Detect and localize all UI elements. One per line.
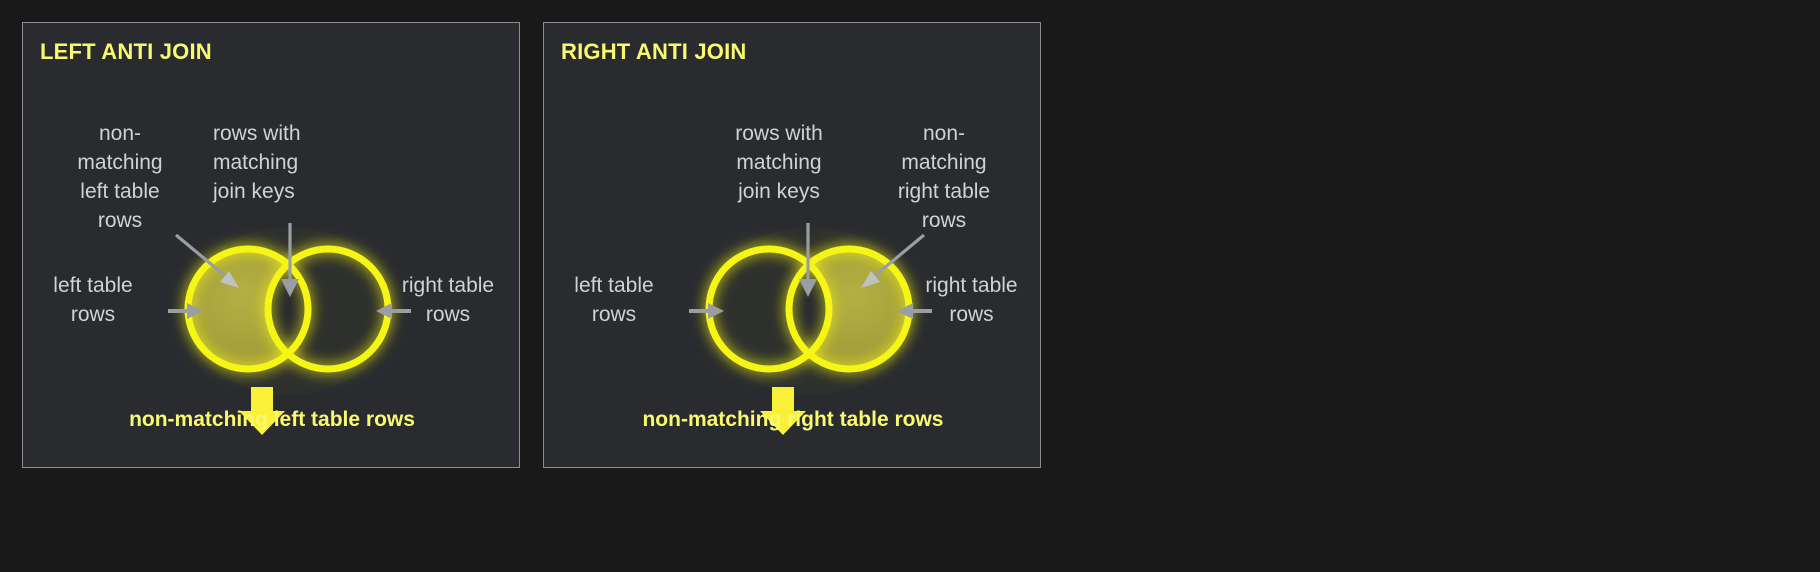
leader-nonmatching-left (174, 233, 239, 288)
arrow-right-table-rows (897, 303, 932, 319)
result-caption: non-matching right table rows (642, 408, 944, 431)
panel-right-anti-join: RIGHT ANTI JOIN (543, 22, 1041, 468)
panel-left-anti-join: LEFT ANTI JOIN (22, 22, 520, 468)
callout-rows-with-matching-join-keys: rows with matching join keys (735, 122, 823, 203)
leader-nonmatching-right (861, 233, 926, 288)
callout-non-matching-left-table-rows: non- matching left table rows (77, 122, 163, 232)
leader-matching-keys (799, 223, 817, 297)
callout-left-table-rows: left table rows (53, 274, 133, 326)
callout-left-table-rows: left table rows (574, 274, 654, 326)
result-down-arrow (239, 387, 285, 435)
venn-svg-left (168, 223, 411, 435)
result-down-arrow (760, 387, 806, 435)
arrow-left-table-rows (689, 303, 724, 319)
panel-title: RIGHT ANTI JOIN (561, 39, 747, 64)
callout-rows-with-matching-join-keys: rows with matching join keys (213, 122, 301, 203)
arrow-right-table-rows (376, 303, 411, 319)
venn-diagram-left (23, 23, 519, 467)
arrow-left-table-rows (168, 303, 203, 319)
callout-right-table-rows: right table rows (925, 274, 1018, 326)
panel-title: LEFT ANTI JOIN (40, 39, 212, 64)
leader-matching-keys (281, 223, 299, 297)
venn-svg-right (689, 223, 932, 435)
callout-right-table-rows: right table rows (401, 274, 495, 326)
venn-diagram-right (544, 23, 1040, 467)
result-caption: non-matching left table rows (129, 408, 415, 431)
callout-non-matching-right-table-rows: non- matching right table rows (897, 122, 991, 232)
